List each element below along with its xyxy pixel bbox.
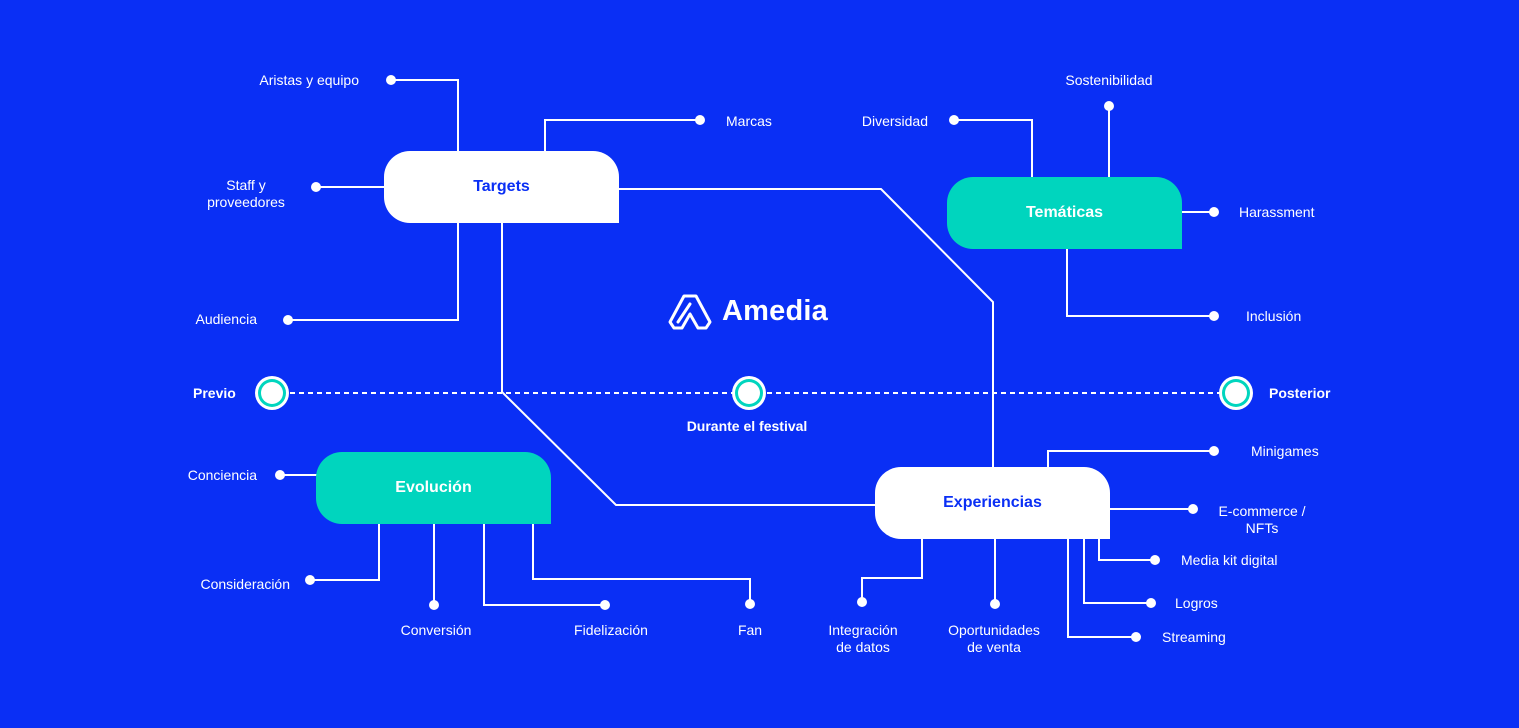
connector-targets-experiencias-top <box>618 188 994 468</box>
label-mediakit: Media kit digital <box>1181 552 1278 568</box>
timeline-node-durante <box>732 376 766 410</box>
label-staff: Staff y proveedores <box>207 177 285 210</box>
label-durante: Durante el festival <box>686 418 808 434</box>
dot-streaming <box>1131 632 1141 642</box>
label-integracion: Integración de datos <box>828 622 898 655</box>
dot-logros <box>1146 598 1156 608</box>
amedia-logo: Amedia <box>666 292 828 330</box>
dot-audiencia <box>283 315 293 325</box>
dot-aristas <box>386 75 396 85</box>
label-posterior: Posterior <box>1269 385 1331 401</box>
timeline-node-previo <box>255 376 289 410</box>
connector-streaming <box>1067 538 1136 638</box>
targets-label: Targets <box>473 178 530 195</box>
dot-conversion <box>429 600 439 610</box>
experiencias-label: Experiencias <box>943 494 1042 511</box>
label-diversidad: Diversidad <box>861 113 928 129</box>
connector-mediakit <box>1098 538 1155 561</box>
dot-fidelizacion <box>600 600 610 610</box>
label-harassment: Harassment <box>1239 204 1315 220</box>
label-marcas: Marcas <box>726 113 772 129</box>
timeline-node-posterior <box>1219 376 1253 410</box>
evolucion-label: Evolución <box>395 479 472 496</box>
dot-staff <box>311 182 321 192</box>
label-conversion: Conversión <box>400 622 472 638</box>
experiencias-box[interactable]: Experiencias <box>875 467 1110 539</box>
dot-sostenibilidad <box>1104 101 1114 111</box>
label-fan: Fan <box>737 622 763 638</box>
label-ecommerce: E-commerce / NFTs <box>1218 503 1306 536</box>
dot-diversidad <box>949 115 959 125</box>
brand-name: Amedia <box>722 294 828 327</box>
connector-integracion <box>861 538 923 602</box>
label-conciencia: Conciencia <box>187 467 257 483</box>
tematicas-box[interactable]: Temáticas <box>947 177 1182 249</box>
amedia-logo-icon <box>668 294 712 330</box>
connector-logros <box>1083 538 1151 604</box>
connector-fidelizacion <box>483 523 605 606</box>
label-consideracion: Consideración <box>200 576 291 592</box>
connector-targets-experiencias-bottom <box>501 222 876 506</box>
connector-audiencia <box>288 222 459 321</box>
connector-minigames <box>1047 450 1214 468</box>
dot-fan <box>745 599 755 609</box>
dot-integracion <box>857 597 867 607</box>
connector-aristas <box>391 79 459 152</box>
connector-inclusion <box>1066 248 1214 317</box>
dot-oportunidades <box>990 599 1000 609</box>
connector-consideracion <box>310 523 380 581</box>
dot-minigames <box>1209 446 1219 456</box>
tematicas-label: Temáticas <box>1025 204 1104 221</box>
label-streaming: Streaming <box>1162 629 1226 645</box>
dot-marcas <box>695 115 705 125</box>
dot-mediakit <box>1150 555 1160 565</box>
evolucion-box[interactable]: Evolución <box>316 452 551 524</box>
label-oportunidades: Oportunidades de venta <box>948 622 1040 655</box>
label-inclusion: Inclusión <box>1246 308 1302 324</box>
targets-box[interactable]: Targets <box>384 151 619 223</box>
dot-ecommerce <box>1188 504 1198 514</box>
label-audiencia: Audiencia <box>195 311 258 327</box>
label-sostenibilidad: Sostenibilidad <box>1065 72 1153 88</box>
connector-marcas <box>544 119 700 152</box>
connector-diversidad <box>954 119 1033 178</box>
label-logros: Logros <box>1175 595 1218 611</box>
label-fidelizacion: Fidelización <box>574 622 648 638</box>
label-minigames: Minigames <box>1251 443 1319 459</box>
dot-conciencia <box>275 470 285 480</box>
label-aristas: Aristas y equipo <box>259 72 359 88</box>
dot-inclusion <box>1209 311 1219 321</box>
label-previo: Previo <box>193 385 236 401</box>
dot-consideracion <box>305 575 315 585</box>
connector-fan <box>532 523 751 604</box>
dot-harassment <box>1209 207 1219 217</box>
